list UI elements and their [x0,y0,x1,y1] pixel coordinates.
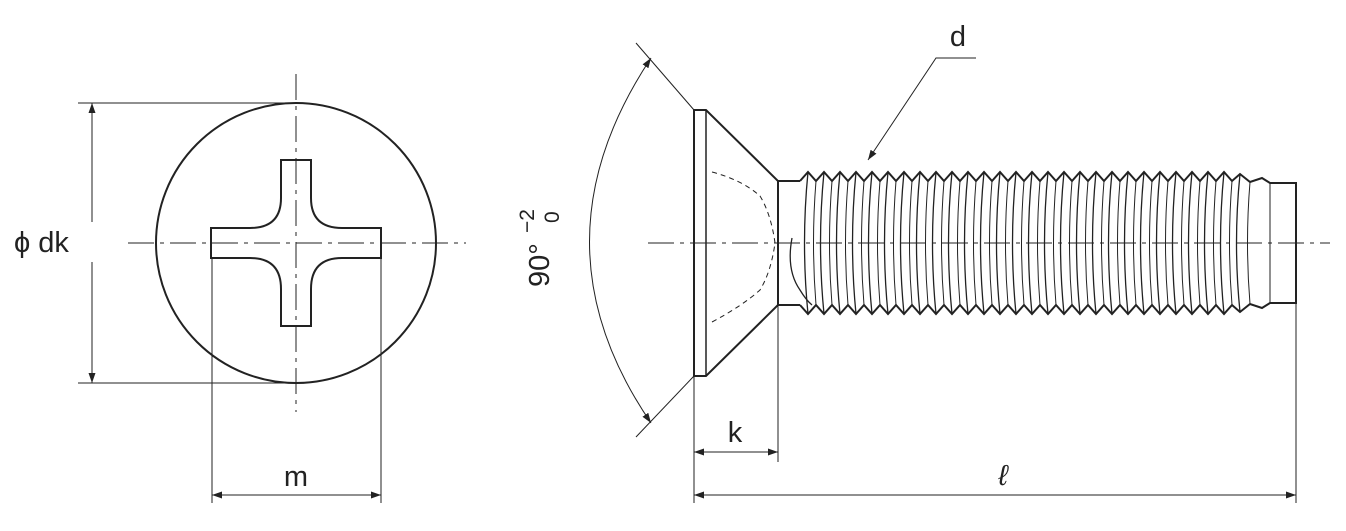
head-top-view [78,74,466,503]
thread-crest-lines [803,171,1241,315]
angle-tolerance-lower: 0 [541,211,564,223]
angle-main-label: 90° [524,243,556,287]
dk-label-background [14,222,96,262]
screw-side-view [589,42,1330,503]
angle-arc [589,57,652,424]
d-label: d [950,21,966,53]
angle-tolerance-upper: −2 [516,209,539,233]
screw-tip [1270,182,1297,304]
shank-neck [778,180,800,306]
hidden-recess-lower [711,242,776,323]
dk-label: ϕ dk [14,227,69,259]
l-label: ℓ [997,460,1009,492]
angle-extension-lower [635,375,695,438]
phillips-recess [210,159,382,327]
angle-extension-upper [635,42,695,111]
m-label: m [284,461,308,493]
thread-root-lines [813,180,1251,306]
thread-start-curl [789,237,813,306]
hidden-recess-upper [711,171,776,244]
d-leader-line [867,57,976,161]
angle-label: 90° −2 0 [516,209,564,287]
k-label: k [728,417,743,449]
